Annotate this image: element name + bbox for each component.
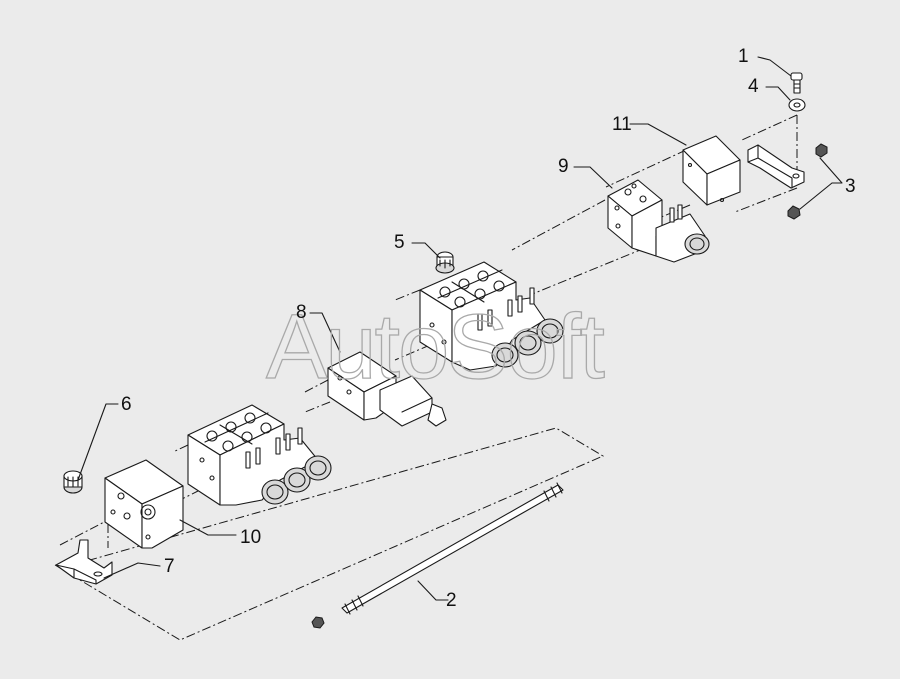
- callout-leaders: [77, 56, 843, 601]
- watermark-text: AutoSoft: [266, 296, 604, 398]
- valve-body-part-9: [607, 179, 710, 263]
- assembly-centerlines: [54, 114, 798, 641]
- mounting-bracket-part-7: [55, 539, 113, 585]
- callout-11: 11: [612, 114, 632, 135]
- nut-part-3: [787, 143, 828, 220]
- relief-valve-part-8: [327, 351, 447, 427]
- callout-8: 8: [296, 302, 307, 323]
- callout-labels: 1 2 3 4 5 6 7 8 9 10 11: [121, 46, 856, 611]
- end-cover-part-10: [104, 459, 184, 549]
- callout-9: 9: [558, 156, 569, 177]
- bolt-part-1: [790, 72, 803, 94]
- fitting-part-5: [435, 251, 455, 274]
- washer-part-4: [788, 98, 806, 112]
- valve-stack-middle: [419, 261, 564, 371]
- callout-10: 10: [240, 527, 261, 548]
- callout-6: 6: [121, 394, 132, 415]
- mounting-bracket-right: [747, 144, 805, 189]
- callout-5: 5: [394, 232, 405, 253]
- callout-4: 4: [748, 76, 759, 97]
- valve-stack-left: [187, 404, 332, 506]
- callout-2: 2: [446, 590, 457, 611]
- plug-part-6: [63, 470, 83, 494]
- callout-1: 1: [738, 46, 749, 67]
- end-plate-part-11: [682, 135, 741, 206]
- callout-7: 7: [164, 556, 175, 577]
- callout-3: 3: [845, 176, 856, 197]
- tie-rod-part-2: [311, 482, 564, 629]
